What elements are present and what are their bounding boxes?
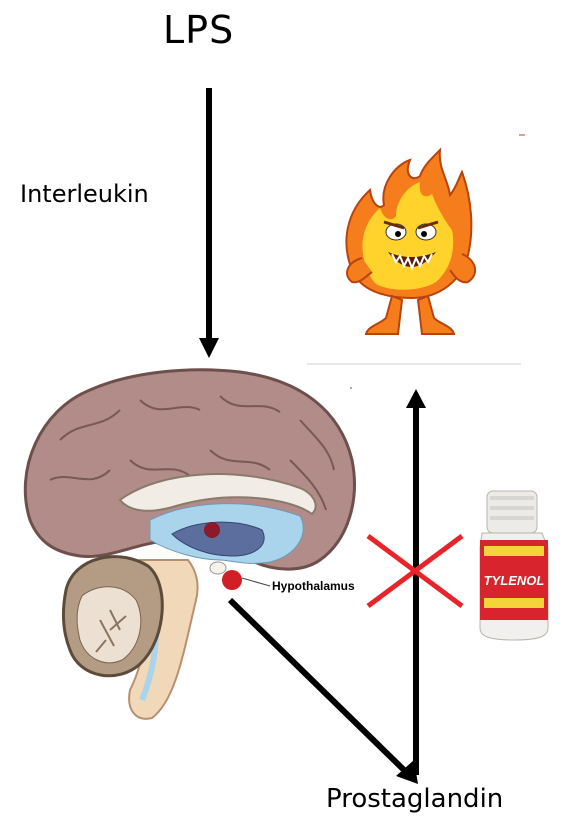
fire-mascot-icon [307,135,525,388]
hypothalamus-label: Hypothalamus [272,579,355,593]
pill-bottle-icon: TYLENOL [480,491,548,640]
prostaglandin-arrow [230,600,418,784]
fever-arrow [406,389,426,775]
brain-cross-section-icon: Hypothalamus [25,370,355,719]
interleukin-arrow [199,88,219,358]
tylenol-brand-label: TYLENOL [484,573,545,588]
